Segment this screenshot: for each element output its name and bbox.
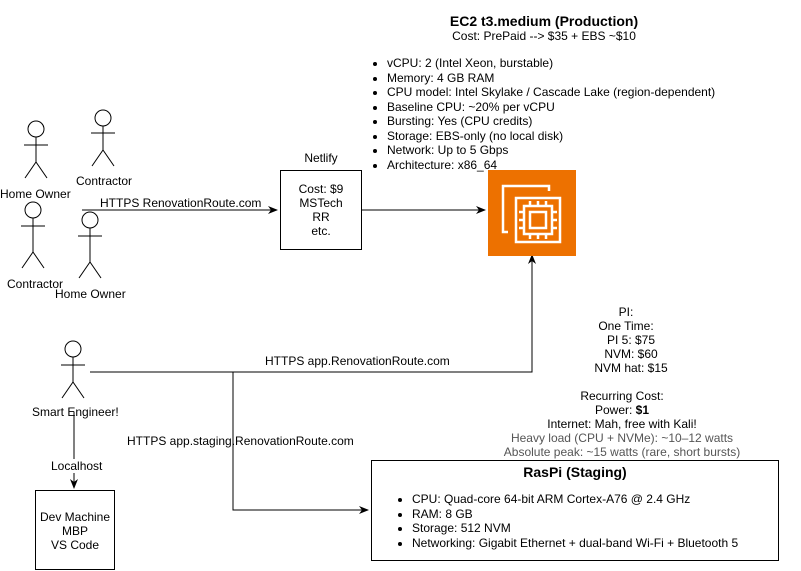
power-value: $1 (635, 403, 650, 417)
pi-cost-line: NVM hat: $15 (594, 361, 668, 375)
edge-label-https-main: HTTPS RenovationRoute.com (100, 196, 262, 210)
ec2-spec-item: Storage: EBS-only (no local disk) (387, 129, 715, 144)
heavy-load-line: Heavy load (CPU + NVMe): ~10–12 watts (510, 431, 734, 445)
dev-machine-line: MBP (61, 524, 88, 538)
actor-home-owner-1-label: Home Owner (0, 187, 71, 201)
netlify-label: Netlify (304, 151, 338, 165)
power-cost-line: Power: $1 (462, 403, 782, 417)
dev-machine-box: Dev Machine MBP VS Code (35, 490, 115, 570)
actor-contractor-2-label: Contractor (7, 277, 64, 291)
ec2-chip-icon (488, 170, 576, 256)
dev-machine-line: Dev Machine (39, 510, 111, 524)
netlify-line: etc. (311, 224, 331, 238)
internet-cost-line: Internet: Mah, free with Kali! (547, 417, 697, 431)
actor-contractor-2-icon (21, 201, 45, 269)
edge-engineer-to-ec2 (90, 254, 536, 373)
edge-label-https-staging: HTTPS app.staging.RenovationRoute.com (127, 434, 354, 448)
pi-recurring-costs: Recurring Cost: Power: $1 Internet: Mah,… (462, 389, 782, 459)
actor-engineer-label: Smart Engineer! (32, 405, 119, 419)
dev-machine-line: VS Code (50, 538, 100, 552)
pi-cost-line: PI: (618, 305, 634, 319)
raspi-spec-item: CPU: Quad-core 64-bit ARM Cortex-A76 @ 2… (412, 492, 778, 507)
ec2-spec-item: Network: Up to 5 Gbps (387, 143, 715, 158)
actor-contractor-1-label: Contractor (76, 174, 133, 188)
edge-engineer-to-raspi (232, 372, 369, 514)
raspi-spec-item: Networking: Gigabit Ethernet + dual-band… (412, 536, 778, 551)
netlify-line: MSTech (299, 196, 343, 210)
raspi-spec-item: RAM: 8 GB (412, 507, 778, 522)
ec2-spec-item: CPU model: Intel Skylake / Cascade Lake … (387, 85, 715, 100)
edge-label-https-app: HTTPS app.RenovationRoute.com (265, 354, 450, 368)
pi-cost-line: NVM: $60 (604, 347, 658, 361)
netlify-line: RR (312, 210, 330, 224)
absolute-peak-line: Absolute peak: ~15 watts (rare, short bu… (503, 445, 741, 459)
pi-cost-line: PI 5: $75 (606, 333, 656, 347)
ec2-spec-item: Memory: 4 GB RAM (387, 71, 715, 86)
netlify-box: Cost: $9 MSTech RR etc. (280, 170, 362, 250)
ec2-spec-item: vCPU: 2 (Intel Xeon, burstable) (387, 56, 715, 71)
edge-label-localhost: Localhost (50, 459, 104, 473)
actor-home-owner-2-label: Home Owner (55, 287, 126, 301)
pi-cost-line: One Time: (598, 319, 654, 333)
raspi-spec-item: Storage: 512 NVM (412, 521, 778, 536)
ec2-cost: Cost: PrePaid --> $35 + EBS ~$10 (452, 29, 636, 43)
actor-contractor-1-icon (91, 109, 115, 167)
recurring-label: Recurring Cost: (580, 389, 664, 403)
power-label: Power: (594, 403, 636, 417)
actor-engineer-icon (61, 340, 85, 399)
ec2-title: EC2 t3.medium (Production) (449, 13, 639, 29)
ec2-spec-item: Baseline CPU: ~20% per vCPU (387, 100, 715, 115)
actor-home-owner-2-icon (78, 211, 102, 279)
ec2-spec-item: Bursting: Yes (CPU credits) (387, 114, 715, 129)
raspi-box: RasPi (Staging) CPU: Quad-core 64-bit AR… (371, 460, 779, 561)
ec2-spec-item: Architecture: x86_64 (387, 158, 715, 173)
netlify-cost: Cost: $9 (298, 182, 344, 196)
raspi-spec-list: CPU: Quad-core 64-bit ARM Cortex-A76 @ 2… (396, 492, 778, 550)
raspi-title: RasPi (Staging) (523, 464, 627, 480)
ec2-spec-list: vCPU: 2 (Intel Xeon, burstable) Memory: … (371, 56, 715, 172)
pi-one-time-costs: PI: One Time: PI 5: $75 NVM: $60 NVM hat… (556, 305, 696, 375)
actor-home-owner-1-icon (24, 120, 48, 179)
